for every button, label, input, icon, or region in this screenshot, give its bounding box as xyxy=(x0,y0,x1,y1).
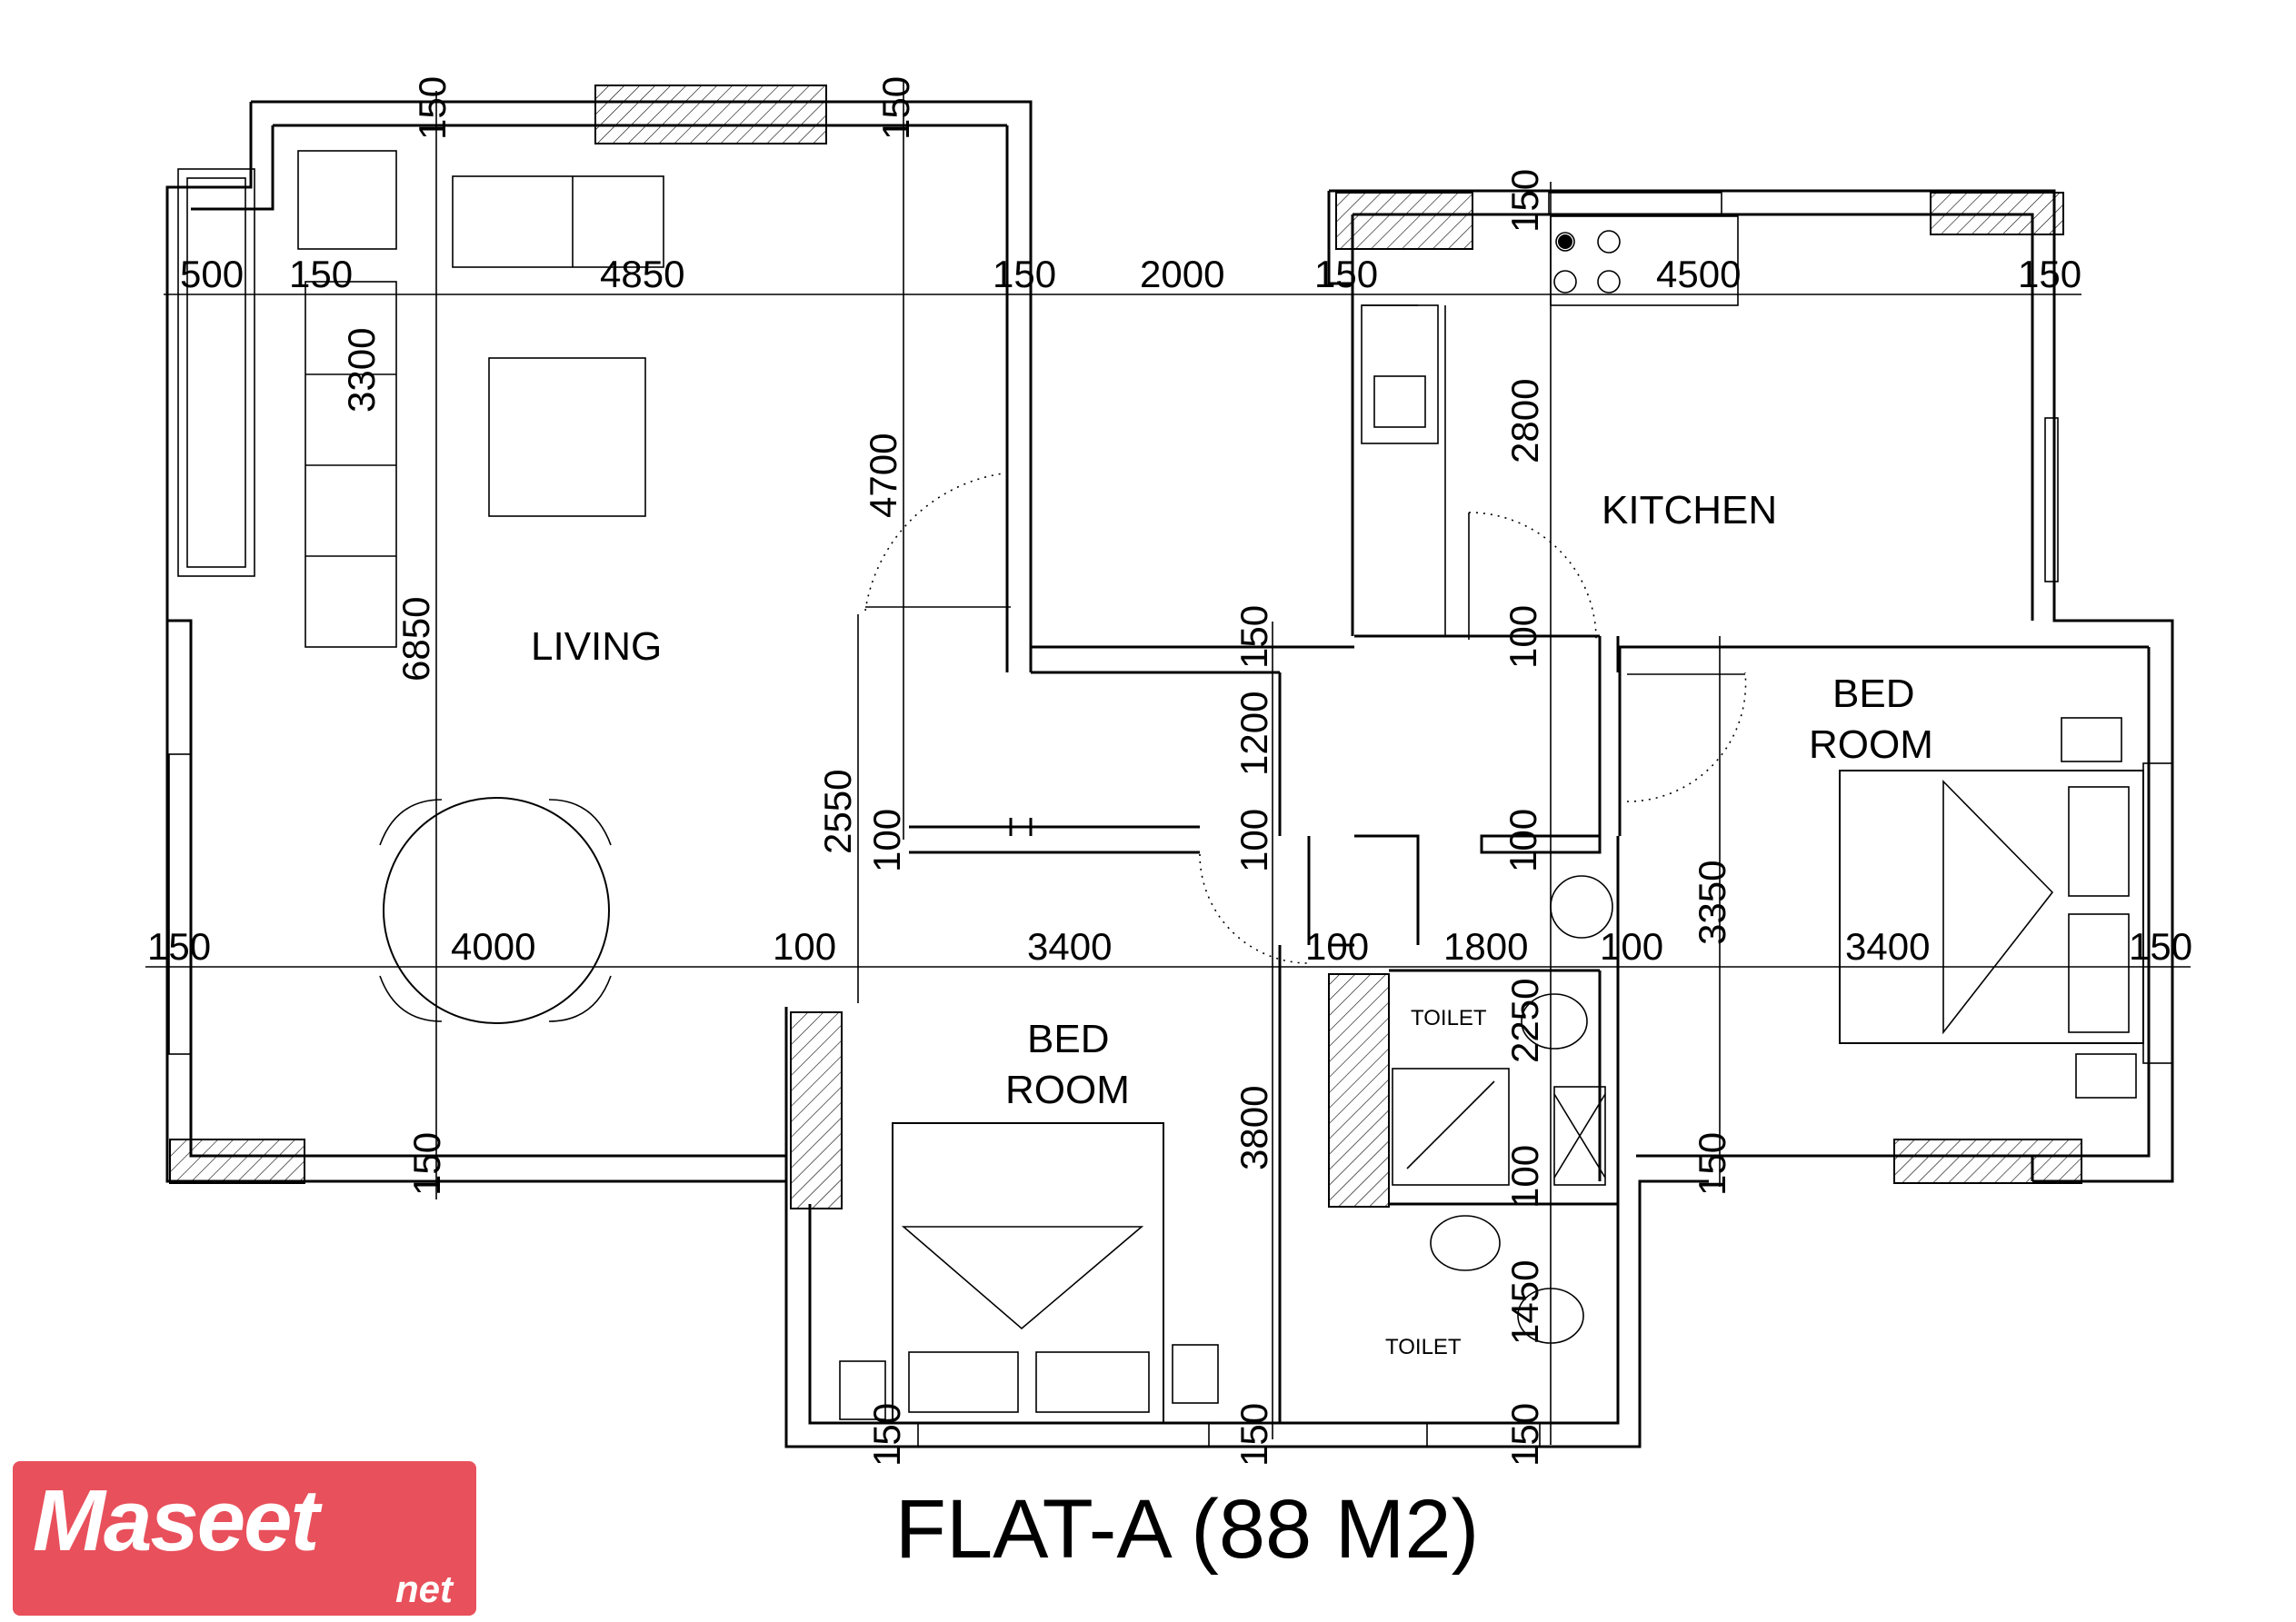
dim-top-5: 150 xyxy=(1314,253,1378,295)
dim-vertical: 150 150 150 3300 6850 4700 2550 100 150 … xyxy=(340,76,1733,1467)
dim-top-2: 4850 xyxy=(600,253,684,295)
dim-v-8: 150 xyxy=(1233,605,1275,669)
room-label-bedroom-right-2: ROOM xyxy=(1809,722,1933,767)
dim-v-13: 2800 xyxy=(1503,379,1546,463)
windows xyxy=(168,168,2173,1448)
dim-top-7: 150 xyxy=(2018,253,2081,295)
dim-v-6: 2550 xyxy=(816,770,859,854)
dim-top-row: 500 150 4850 150 2000 150 4500 150 xyxy=(180,253,2081,295)
dim-mid-8: 150 xyxy=(2129,925,2192,968)
dim-v-21: 150 xyxy=(865,1403,908,1467)
room-label-toilet-upper: TOILET xyxy=(1411,1006,1487,1030)
doors xyxy=(864,472,1747,964)
dim-top-0: 500 xyxy=(180,253,244,295)
room-label-toilet-lower: TOILET xyxy=(1385,1335,1462,1359)
dim-mid-4: 100 xyxy=(1305,925,1369,968)
dim-v-22: 150 xyxy=(1233,1403,1275,1467)
dim-middle-row: 150 4000 100 3400 100 1800 100 3400 150 xyxy=(147,925,2192,968)
room-label-bedroom-bottom-1: BED xyxy=(1027,1017,1109,1061)
dining-table xyxy=(383,797,610,1024)
dim-v-7: 100 xyxy=(865,809,908,872)
dim-v-0: 150 xyxy=(411,76,454,140)
plan-title: FLAT-A (88 M2) xyxy=(895,1483,1479,1576)
dim-v-4: 6850 xyxy=(394,597,437,682)
dimension-lines xyxy=(145,82,2191,1445)
dim-v-18: 2250 xyxy=(1503,979,1546,1063)
room-label-bedroom-right-1: BED xyxy=(1832,672,1914,716)
dim-v-12: 100 xyxy=(1502,809,1544,872)
dim-top-1: 150 xyxy=(289,253,353,295)
dim-v-17: 3800 xyxy=(1233,1086,1275,1170)
dim-v-3: 3300 xyxy=(340,328,383,413)
logo-main-text: Maseet xyxy=(33,1472,319,1569)
room-label-bedroom-bottom-2: ROOM xyxy=(1005,1068,1130,1112)
dim-v-5: 4700 xyxy=(862,433,904,518)
dim-mid-2: 100 xyxy=(773,925,836,968)
logo-sub-text: net xyxy=(395,1567,453,1610)
dim-mid-0: 150 xyxy=(147,925,211,968)
dim-top-3: 150 xyxy=(993,253,1056,295)
dim-mid-7: 3400 xyxy=(1845,925,1930,968)
bed-right xyxy=(1839,717,2144,1099)
columns xyxy=(169,85,2082,1209)
dim-mid-6: 100 xyxy=(1600,925,1663,968)
dim-v-23: 150 xyxy=(1503,1403,1546,1467)
dim-top-4: 2000 xyxy=(1140,253,1224,295)
living-furniture xyxy=(297,150,664,1024)
dim-mid-5: 1800 xyxy=(1443,925,1528,968)
dim-v-20: 1450 xyxy=(1503,1260,1546,1345)
watermark-logo: Maseet net xyxy=(13,1461,476,1616)
dim-mid-3: 3400 xyxy=(1027,925,1112,968)
room-label-living: LIVING xyxy=(531,624,662,669)
walls xyxy=(165,100,2174,1448)
dim-v-9: 1200 xyxy=(1233,692,1275,776)
dim-v-10: 100 xyxy=(1233,809,1275,872)
room-labels: LIVING KITCHEN BED ROOM BED ROOM TOILET … xyxy=(531,488,1933,1359)
bed-bottom xyxy=(839,1122,1219,1424)
dim-mid-1: 4000 xyxy=(451,925,535,968)
dim-v-2: 150 xyxy=(1503,169,1546,233)
dim-v-16: 150 xyxy=(1691,1132,1733,1196)
dim-v-1: 150 xyxy=(874,76,917,140)
dim-v-14: 3350 xyxy=(1691,861,1733,945)
dim-v-11: 100 xyxy=(1502,605,1544,669)
dim-v-19: 100 xyxy=(1503,1145,1546,1209)
dim-v-15: 150 xyxy=(405,1132,448,1196)
dim-top-6: 4500 xyxy=(1656,253,1741,295)
room-label-kitchen: KITCHEN xyxy=(1602,488,1777,532)
